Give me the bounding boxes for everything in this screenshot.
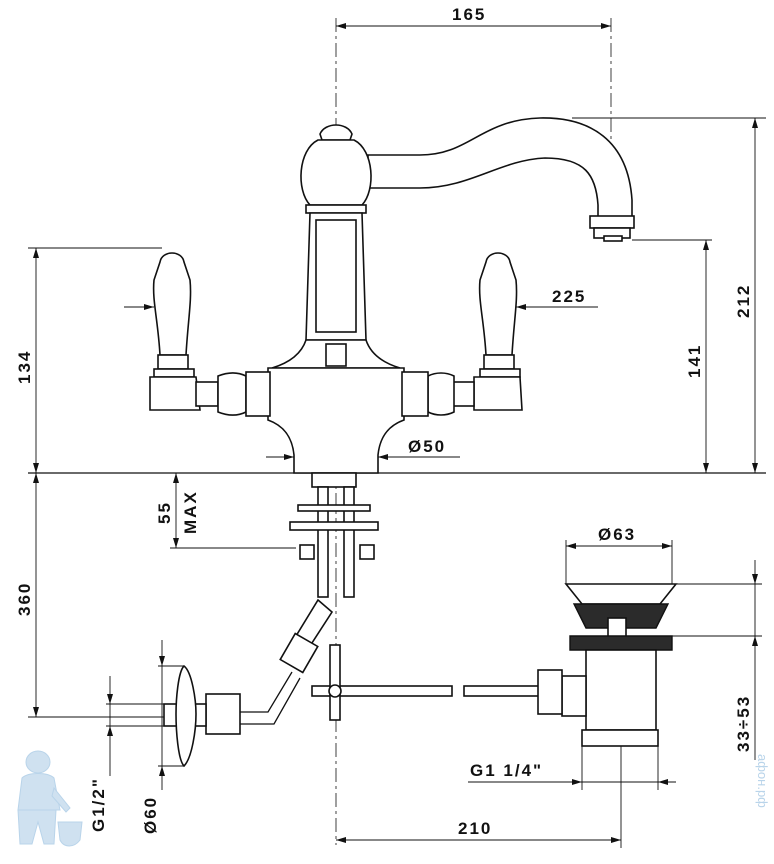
pop-up-waste	[537, 583, 678, 747]
spout	[367, 117, 635, 242]
dim-diameter-63: Ø63	[565, 525, 673, 584]
right-handle	[401, 252, 523, 417]
left-handle	[149, 252, 271, 417]
dim-210: 210	[336, 746, 622, 848]
dim-diameter-63-label: Ø63	[598, 525, 636, 544]
inlet-hose	[163, 598, 334, 768]
dim-165: 165	[336, 5, 611, 29]
dim-g1-1-4: G1 1/4"	[468, 746, 676, 790]
site-watermark-text: афон.рф	[755, 754, 770, 808]
dim-g1-1-4-label: G1 1/4"	[470, 761, 543, 780]
shank-assembly	[289, 472, 379, 598]
dim-diameter-50: Ø50	[266, 437, 460, 460]
dim-55-label: 55	[155, 501, 174, 524]
dim-225-label: 225	[552, 287, 586, 306]
dim-diameter-50-label: Ø50	[408, 437, 446, 456]
dim-360-label: 360	[15, 582, 34, 616]
dim-225: 225	[124, 287, 598, 310]
plumber-mascot-watermark	[17, 750, 83, 847]
pop-up-rod	[311, 644, 541, 721]
dim-360: 360	[15, 473, 164, 718]
dim-33-53-label: 33÷53	[734, 695, 753, 752]
dim-134: 134	[15, 247, 162, 473]
dim-g1-2-label: G1/2"	[89, 777, 108, 832]
dim-g1-2: G1/2"	[89, 676, 164, 832]
faucet-body	[267, 124, 405, 474]
dim-55-max: 55 MAX	[155, 473, 296, 549]
dim-141: 141	[632, 239, 712, 473]
dim-33-53: 33÷53	[672, 560, 762, 760]
dim-max-label: MAX	[181, 490, 200, 534]
dim-diameter-60: Ø60	[141, 640, 184, 834]
dim-210-label: 210	[458, 819, 492, 838]
dim-134-label: 134	[15, 350, 34, 384]
dim-diameter-60-label: Ø60	[141, 796, 160, 834]
dim-212-label: 212	[734, 284, 753, 318]
dim-141-label: 141	[685, 344, 704, 378]
dim-212: 212	[572, 117, 766, 473]
dim-165-label: 165	[452, 5, 486, 24]
